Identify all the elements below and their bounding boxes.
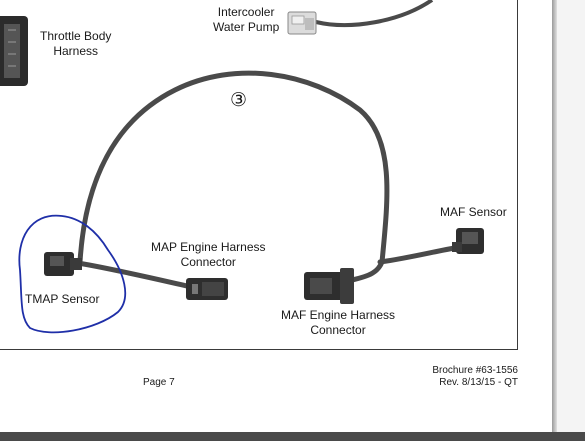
- map-branch-wire: [69, 259, 199, 291]
- brochure-number: Brochure #63-1556: [432, 365, 518, 376]
- map-engine-harness-connector: [186, 278, 228, 300]
- page-edge-shadow: [552, 0, 557, 441]
- wiring-illustration: [0, 0, 484, 334]
- harness-loop-wire: [77, 70, 469, 283]
- maf-engine-harness-connector-label: MAF Engine Harness Connector: [281, 308, 396, 337]
- viewer-bottom-bar: [0, 432, 585, 441]
- throttle-body-harness-label: Throttle Body Harness: [40, 29, 112, 58]
- step-3-marker: ③: [230, 90, 248, 111]
- intercooler-pump-connector: [287, 11, 317, 35]
- map-engine-harness-connector-label: MAP Engine Harness Connector: [151, 240, 266, 269]
- intercooler-pump-wire: [315, 0, 434, 28]
- tmap-sensor-part: [44, 252, 82, 276]
- intercooler-water-pump-label: Intercooler Water Pump: [213, 5, 280, 34]
- throttle-body-connector: [0, 16, 28, 86]
- maf-sensor-connector: [452, 228, 484, 254]
- diagram-frame: [0, 0, 518, 350]
- revision-date: Rev. 8/13/15 - QT: [439, 377, 518, 388]
- brochure-page: Throttle Body Harness Intercooler Water …: [0, 0, 518, 388]
- maf-engine-harness-connector: [304, 268, 354, 304]
- annotation-circle: [18, 214, 127, 334]
- viewer-gutter: [552, 0, 585, 441]
- maf-sensor-label: MAF Sensor: [440, 205, 507, 219]
- tmap-sensor-label: TMAP Sensor: [25, 292, 100, 306]
- page-number: Page 7: [143, 377, 175, 388]
